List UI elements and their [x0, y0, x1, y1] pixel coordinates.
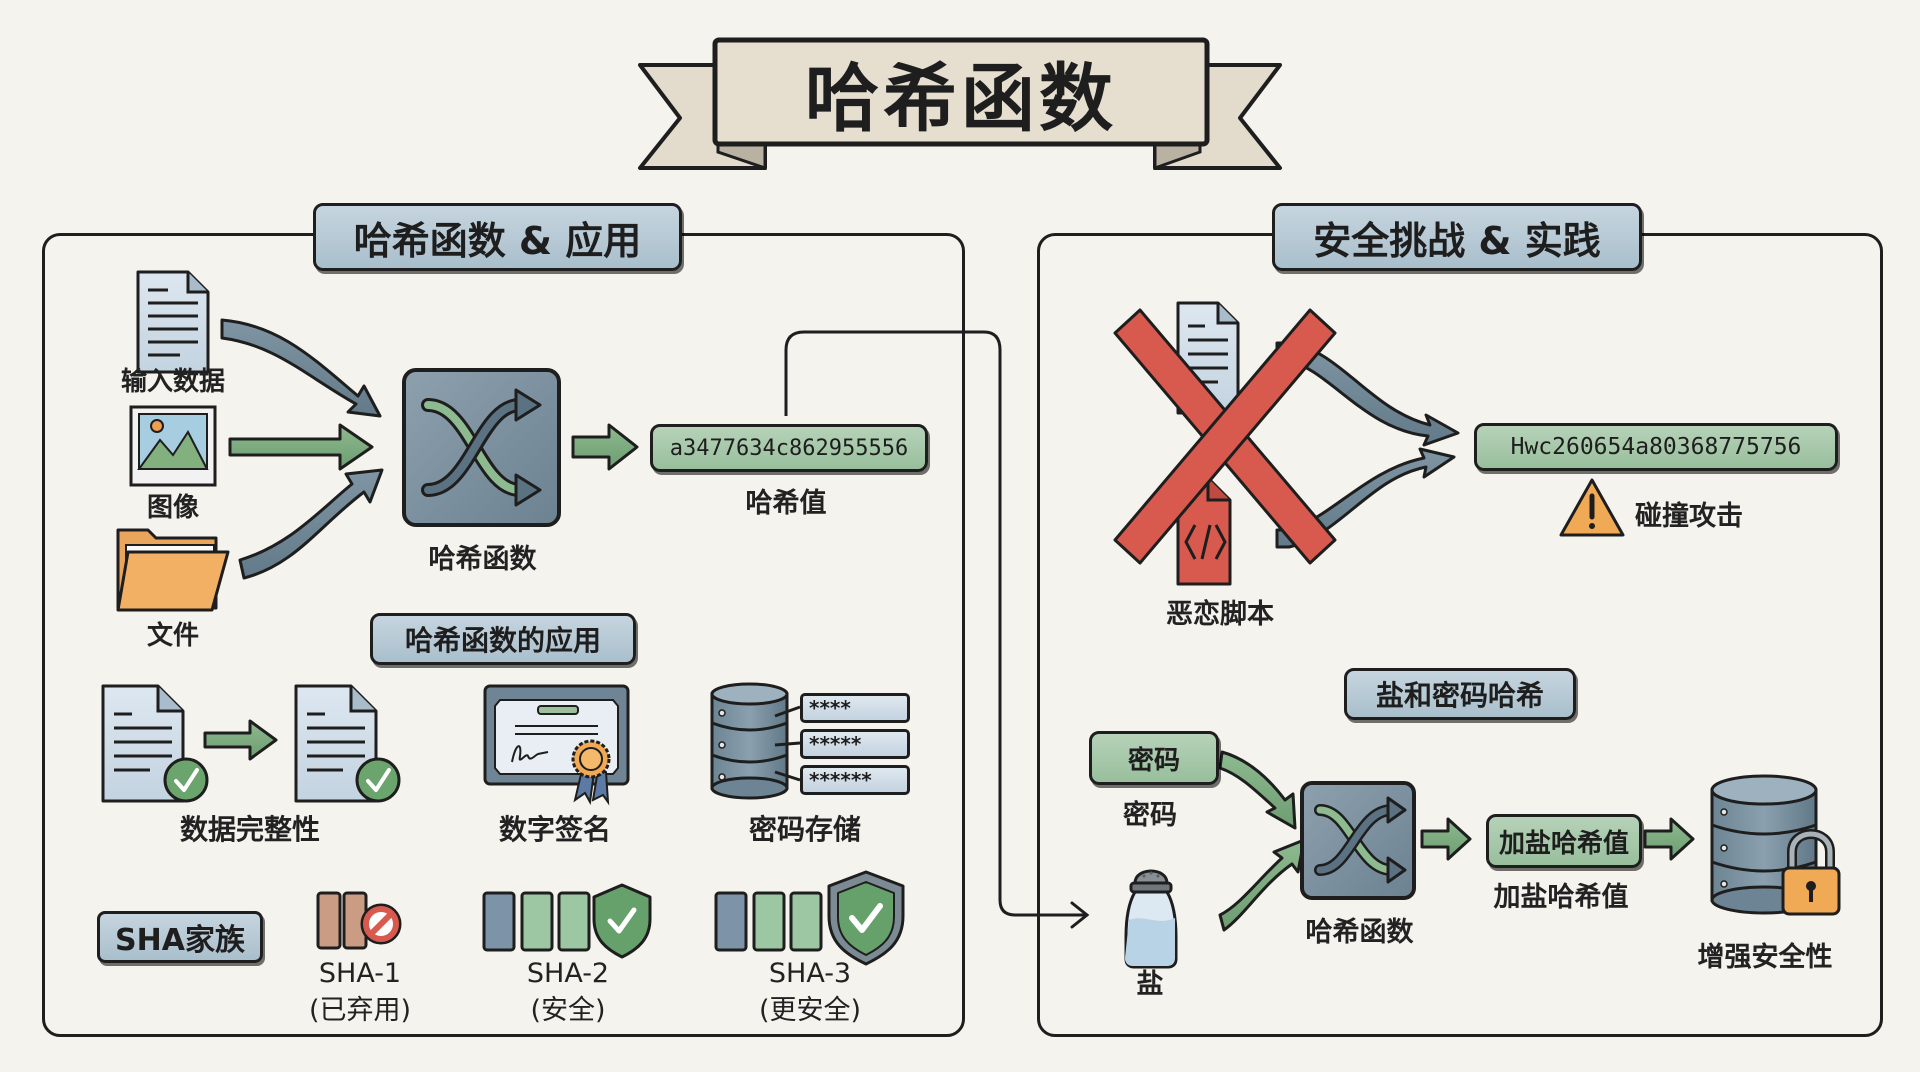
document-verified-icon [294, 684, 401, 803]
shuffle-icon [1300, 781, 1416, 900]
sha1-blocks [316, 891, 368, 950]
shield-check-icon [827, 870, 905, 966]
malicious-script-label: 恶恋脚本 [1166, 599, 1274, 630]
arrow-hash-to-salted [1420, 817, 1472, 861]
certificate-icon [483, 684, 630, 806]
salting-heading: 盐和密码哈希 [1344, 668, 1576, 720]
connector-line [784, 330, 1085, 917]
salting-hash-function-label: 哈希函数 [1305, 917, 1414, 948]
salted-hash-label: 加盐哈希值 [1493, 882, 1629, 913]
masked-password-3: ****** [800, 765, 910, 795]
image-icon [129, 405, 217, 487]
cross-out-icon [1113, 308, 1337, 565]
hash-value-label: 哈希值 [745, 488, 827, 519]
arrow-hash-to-value [571, 423, 639, 471]
sha3-blocks [714, 891, 823, 952]
arrow-image-to-hash [228, 423, 374, 471]
app-label-integrity: 数据完整性 [179, 813, 320, 846]
left-panel-heading: 哈希函数 & 应用 [313, 203, 682, 271]
sha2-name: SHA-2 [526, 958, 610, 989]
arrow-password-to-hash [1218, 750, 1297, 830]
salt-label: 盐 [1136, 969, 1164, 1000]
hash-value-box: a3477634c862955556 [650, 424, 928, 472]
folder-icon [116, 528, 230, 612]
arrow-integrity [203, 719, 278, 761]
enhanced-security-label: 增强安全性 [1697, 942, 1833, 973]
masked-password-1: **** [800, 693, 910, 723]
sha-family-heading: SHA家族 [97, 911, 263, 963]
database-icon [710, 682, 801, 800]
colliding-hash-box: Hwc260654a80368775756 [1474, 423, 1838, 471]
app-label-signature: 数字签名 [498, 813, 611, 846]
sha2-blocks [482, 891, 591, 952]
salt-shaker-icon [1124, 869, 1178, 969]
right-panel-heading: 安全挑战 & 实践 [1272, 203, 1642, 271]
hash-function-label: 哈希函数 [428, 544, 537, 575]
input-label-file: 文件 [146, 621, 199, 651]
password-label: 密码 [1123, 800, 1177, 831]
applications-heading: 哈希函数的应用 [370, 613, 636, 665]
connector-arrowhead [1070, 901, 1090, 929]
arrow-salted-to-db [1643, 817, 1695, 861]
input-label-data: 输入数据 [120, 367, 225, 397]
shuffle-icon [402, 368, 561, 527]
arrow-folder-to-hash [238, 468, 384, 580]
sha3-status: (更安全) [758, 995, 862, 1026]
sha2-status: (安全) [530, 995, 606, 1026]
sha1-status: (已弃用) [308, 995, 412, 1026]
arrow-document-collision [1275, 341, 1460, 447]
document-icon [136, 270, 210, 374]
prohibited-icon [360, 903, 402, 945]
password-box: 密码 [1089, 731, 1219, 785]
document-verified-icon [101, 684, 209, 803]
input-label-image: 图像 [146, 493, 199, 523]
masked-password-2: ***** [800, 729, 910, 759]
sha3-name: SHA-3 [768, 958, 852, 989]
page-title: 哈希函数 [805, 55, 1117, 142]
shield-check-icon [592, 883, 652, 959]
arrow-document-to-hash [220, 318, 382, 418]
warning-icon [1559, 478, 1625, 537]
lock-icon [1781, 829, 1841, 916]
collision-attack-label: 碰撞攻击 [1635, 501, 1743, 532]
ribbon-band [712, 37, 1210, 147]
salted-hash-box: 加盐哈希值 [1486, 814, 1642, 868]
app-label-password-storage: 密码存储 [748, 813, 861, 846]
sha1-name: SHA-1 [318, 958, 402, 989]
